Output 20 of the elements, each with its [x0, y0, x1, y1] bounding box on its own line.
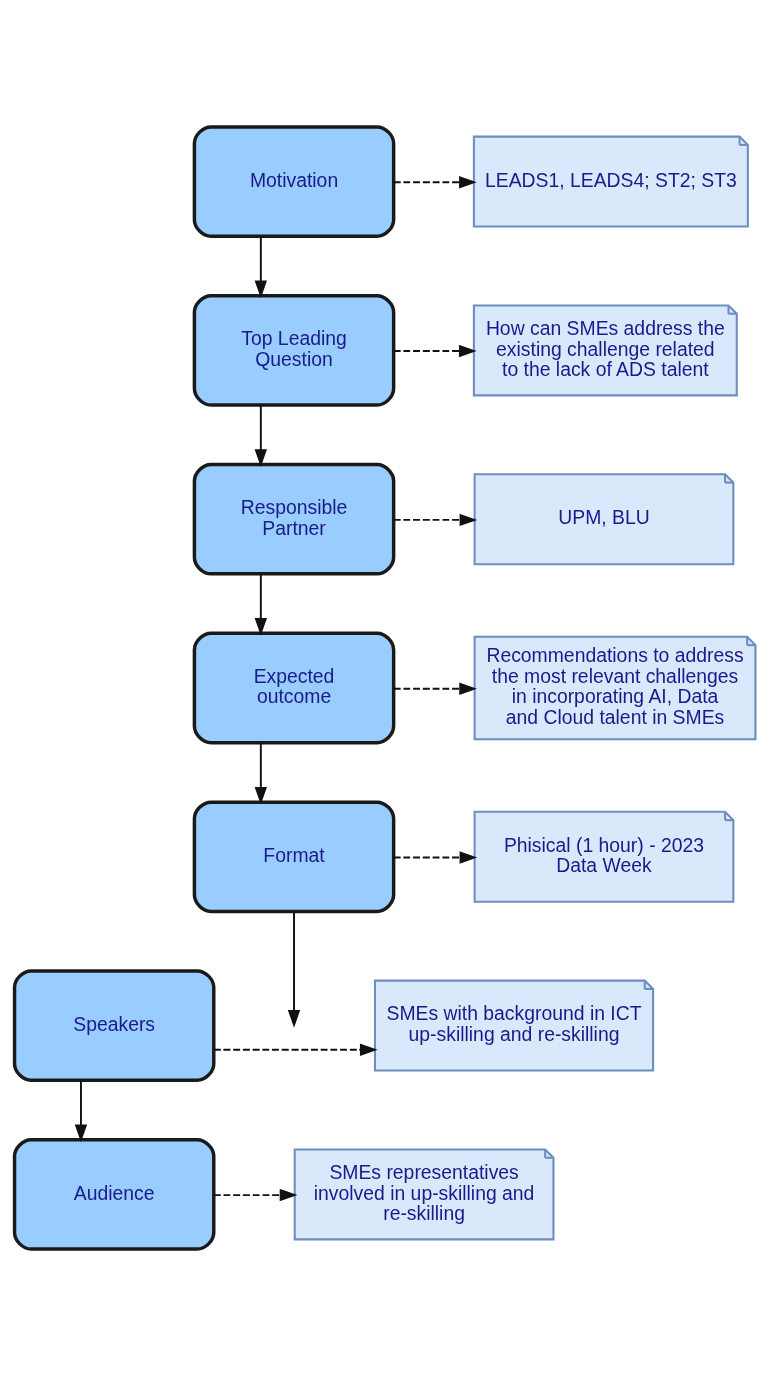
arrow	[254, 573, 267, 636]
arrow	[212, 1188, 297, 1202]
arrow	[287, 910, 300, 1028]
node-box: Audience	[12, 1138, 215, 1251]
arrow	[392, 513, 477, 527]
node-box: Responsible Partner	[192, 462, 395, 576]
node-box: Format	[192, 800, 395, 914]
arrow	[392, 851, 477, 864]
arrow	[254, 404, 267, 468]
node-box: Speakers	[12, 969, 215, 1082]
arrow	[254, 235, 267, 299]
arrow	[392, 176, 477, 189]
arrow	[254, 741, 267, 805]
node-box: Motivation	[192, 125, 395, 238]
node-box: Top Leading Question	[192, 294, 395, 407]
node-box: Expected outcome	[192, 631, 395, 745]
arrow	[392, 682, 477, 695]
arrow	[74, 1079, 87, 1143]
arrow	[212, 1043, 378, 1057]
arrow	[392, 344, 477, 358]
